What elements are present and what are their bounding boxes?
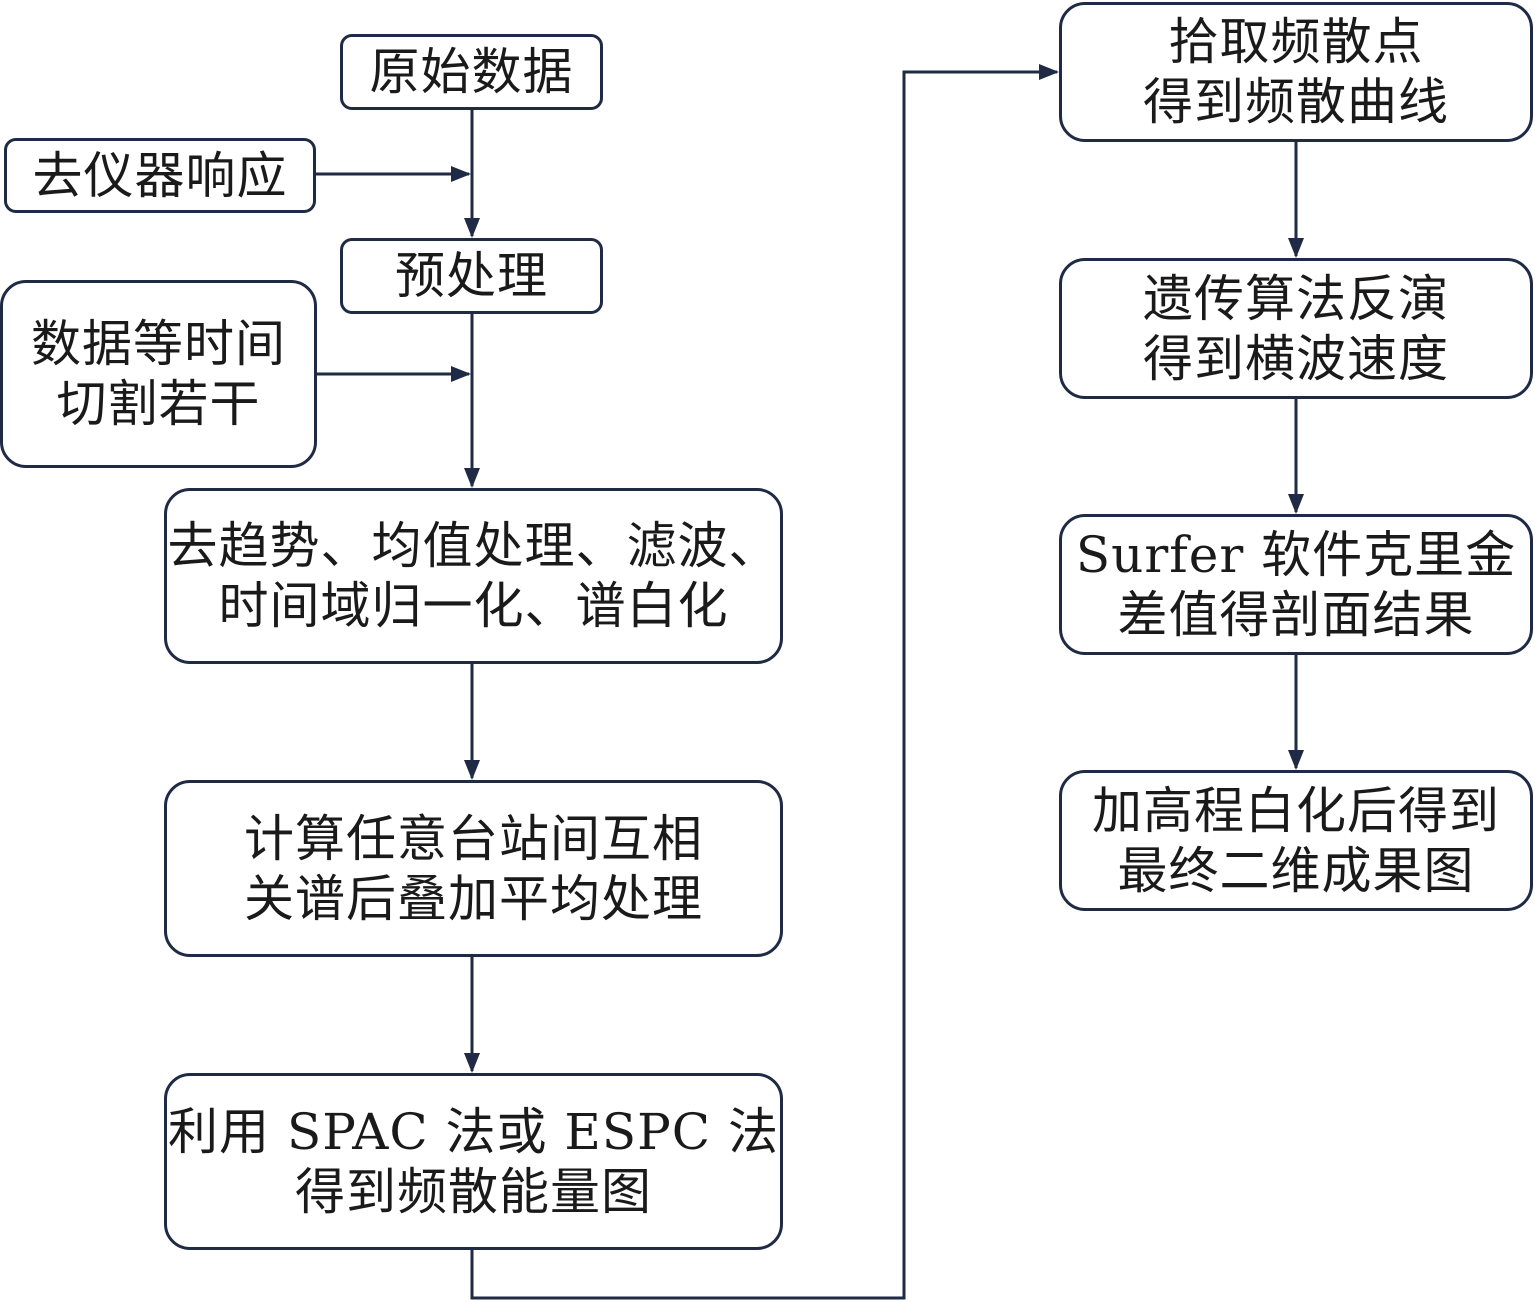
node-inversion-line-1: 遗传算法反演 — [1143, 269, 1449, 328]
node-segment-line-1: 数据等时间 — [31, 315, 286, 373]
node-spac-line-1: 利用 SPAC 法或 ESPC 法 — [168, 1102, 779, 1161]
node-kriging-line-1: Surfer 软件克里金 — [1075, 525, 1517, 584]
node-final: 加高程白化后得到 最终二维成果图 — [1059, 770, 1533, 911]
node-spac-line-2: 得到频散能量图 — [295, 1162, 652, 1221]
node-inversion-line-2: 得到横波速度 — [1143, 329, 1449, 388]
arrow-spac-to-pick — [470, 64, 1059, 1300]
node-detrend: 去趋势、均值处理、滤波、 时间域归一化、谱白化 — [164, 488, 783, 664]
node-raw-data-label: 原始数据 — [369, 43, 574, 101]
node-spac: 利用 SPAC 法或 ESPC 法 得到频散能量图 — [164, 1073, 783, 1250]
node-raw-data: 原始数据 — [340, 34, 603, 110]
node-pick-dispersion-line-1: 拾取频散点 — [1168, 13, 1424, 71]
node-pick-dispersion: 拾取频散点 得到频散曲线 — [1059, 2, 1533, 142]
node-segment: 数据等时间 切割若干 — [0, 280, 317, 468]
node-cross-spectrum: 计算任意台站间互相 关谱后叠加平均处理 — [164, 780, 783, 957]
node-kriging: Surfer 软件克里金 差值得剖面结果 — [1059, 514, 1533, 655]
node-cross-spectrum-line-2: 关谱后叠加平均处理 — [244, 869, 703, 928]
node-remove-response: 去仪器响应 — [4, 138, 316, 213]
node-final-line-2: 最终二维成果图 — [1117, 841, 1475, 900]
node-detrend-line-2: 时间域归一化、谱白化 — [218, 577, 729, 635]
node-preprocess: 预处理 — [340, 238, 603, 314]
node-kriging-line-2: 差值得剖面结果 — [1117, 585, 1475, 644]
node-segment-line-2: 切割若干 — [56, 375, 261, 433]
node-cross-spectrum-line-1: 计算任意台站间互相 — [244, 809, 703, 868]
node-remove-response-label: 去仪器响应 — [32, 146, 288, 205]
node-preprocess-label: 预处理 — [395, 247, 548, 305]
node-final-line-1: 加高程白化后得到 — [1092, 781, 1500, 840]
node-pick-dispersion-line-2: 得到频散曲线 — [1143, 73, 1449, 131]
node-inversion: 遗传算法反演 得到横波速度 — [1059, 258, 1533, 399]
node-detrend-line-1: 去趋势、均值处理、滤波、 — [167, 517, 780, 575]
